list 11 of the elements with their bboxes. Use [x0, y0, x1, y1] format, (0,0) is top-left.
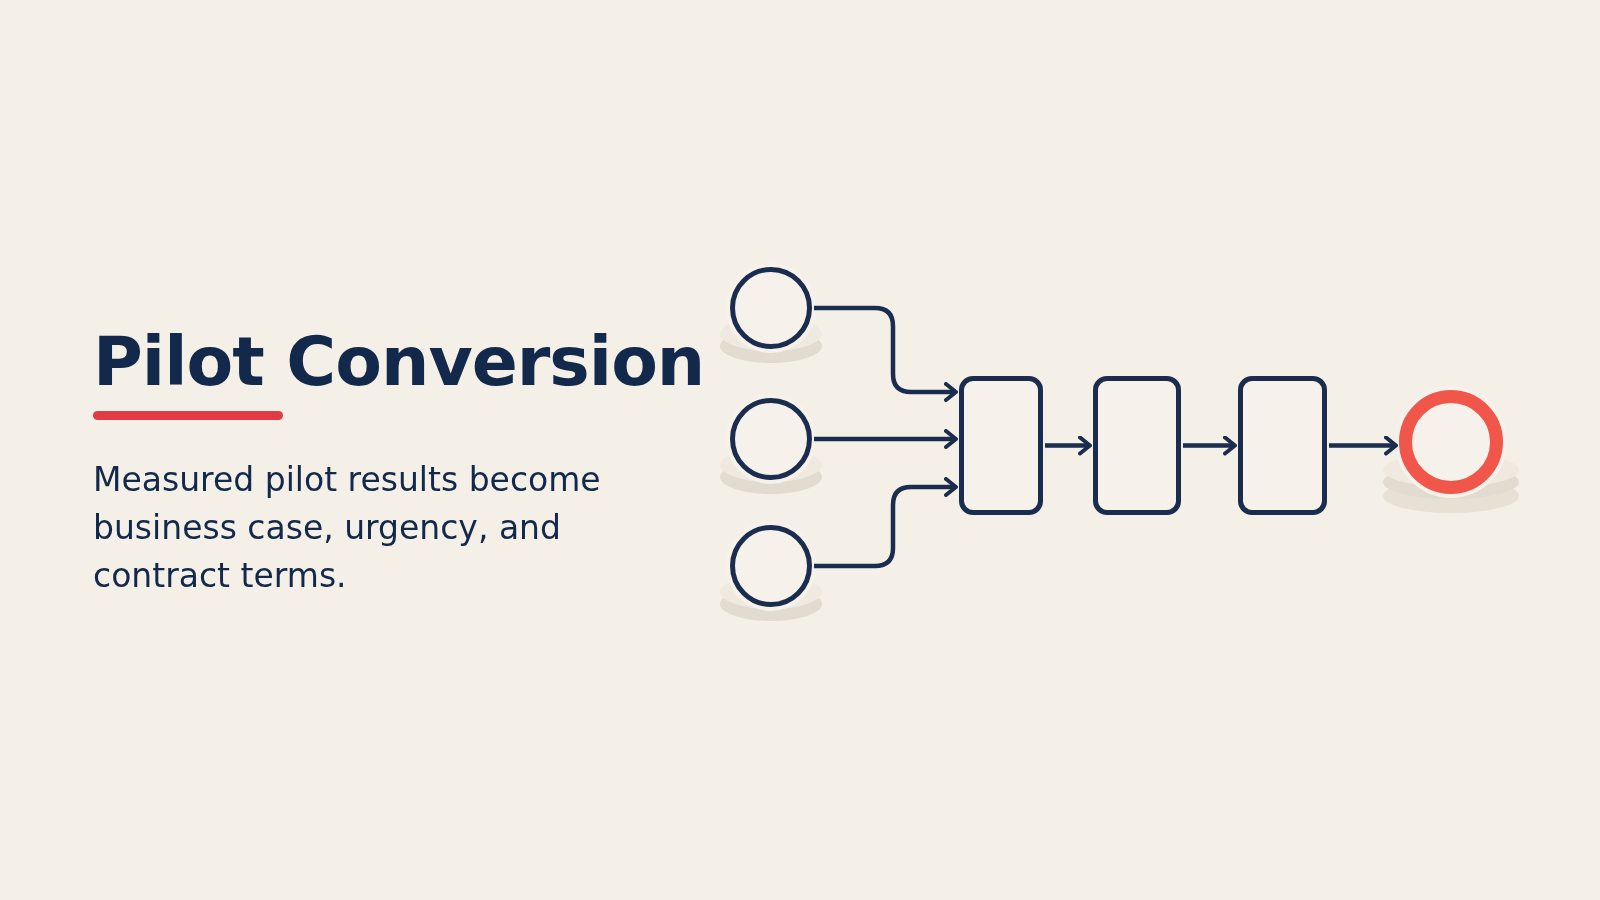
title: Pilot Conversion — [93, 322, 705, 401]
description-text: Measured pilot results become business case, urgency, and contract terms. — [93, 459, 602, 597]
arrow — [814, 429, 958, 449]
arrow — [1045, 435, 1092, 456]
rounded-box — [1093, 376, 1181, 515]
rounded-box — [1238, 376, 1327, 515]
rounded-box — [959, 376, 1043, 515]
arrow — [1183, 435, 1237, 456]
arrow — [814, 477, 958, 569]
arrow — [814, 305, 958, 402]
arrow — [1329, 435, 1398, 456]
